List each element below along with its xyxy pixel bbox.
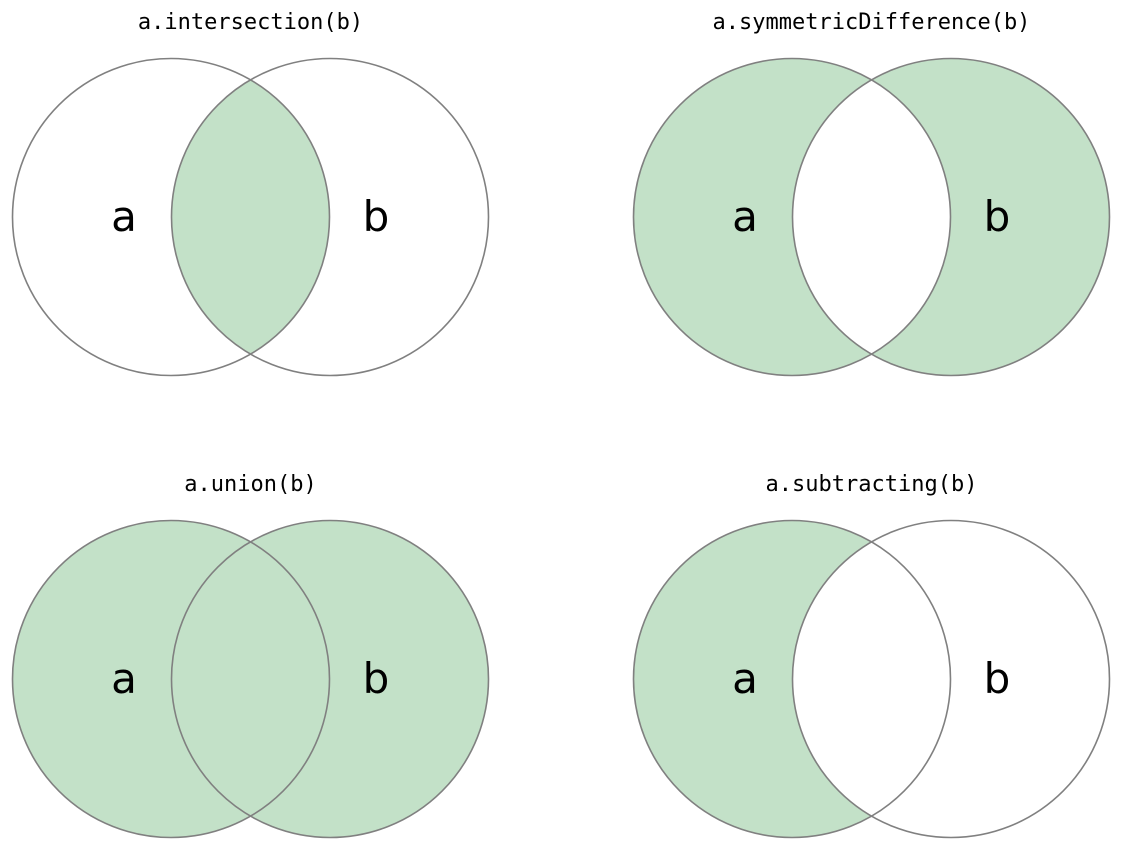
circle-b-outline — [170, 519, 490, 839]
set-b-label: b — [363, 192, 390, 241]
circle-b-outline — [791, 519, 1111, 839]
circle-b-outline — [791, 57, 1111, 377]
circle-b-outline — [170, 57, 490, 377]
circle-a-outline — [632, 519, 952, 839]
set-a-label: a — [732, 192, 758, 241]
panel-title: a.union(b) — [184, 472, 316, 497]
panel-title: a.intersection(b) — [138, 10, 363, 35]
circle-a-outline — [632, 57, 952, 377]
set-a-label: a — [111, 192, 137, 241]
set-a-label: a — [732, 654, 758, 703]
region-a-only — [633, 520, 872, 838]
region-b-only — [871, 58, 1110, 376]
panel-title: a.symmetricDifference(b) — [713, 10, 1031, 35]
set-b-label: b — [363, 654, 390, 703]
set-b-label: b — [984, 654, 1011, 703]
venn-panel-union: a.union(b) a b — [11, 472, 490, 839]
set-a-label: a — [111, 654, 137, 703]
venn-panel-subtraction: a.subtracting(b) a b — [632, 472, 1111, 839]
panel-title: a.subtracting(b) — [766, 472, 978, 497]
set-b-label: b — [984, 192, 1011, 241]
region-a-and-b — [171, 79, 330, 355]
circle-a-outline — [11, 57, 331, 377]
venn-panel-symmetric-difference: a.symmetricDifference(b) a b — [632, 10, 1111, 377]
venn-panel-intersection: a.intersection(b) a b — [11, 10, 490, 377]
circle-a-outline — [11, 519, 331, 839]
region-a-only — [633, 58, 872, 376]
